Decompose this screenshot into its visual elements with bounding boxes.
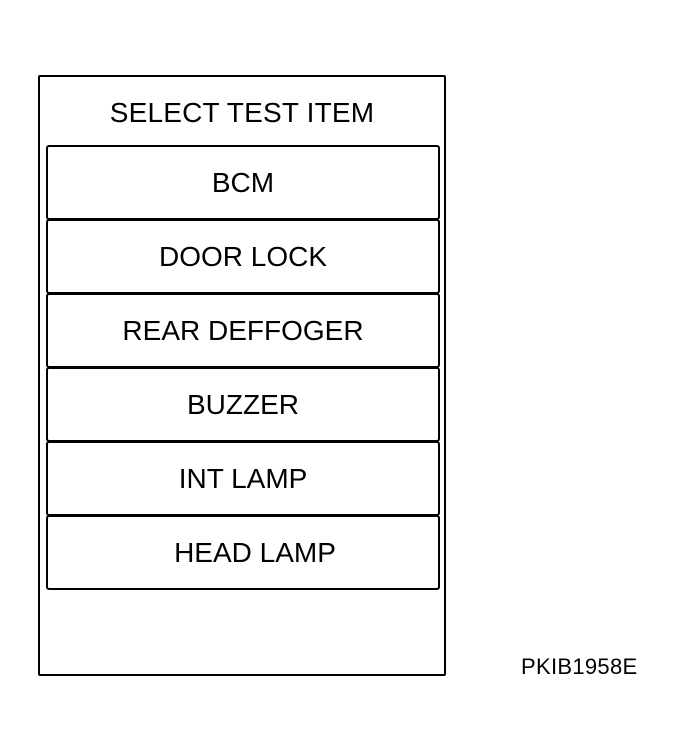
test-item-label: BUZZER	[187, 388, 299, 420]
test-item-label: DOOR LOCK	[158, 240, 328, 272]
test-item-list: BCM DOOR LOCK REAR DEFFOGER BUZZER INT L…	[46, 145, 440, 590]
consult-screen: SELECT TEST ITEM BCM DOOR LOCK REAR DEFF…	[38, 75, 446, 676]
figure-reference-code: PKIB1958E	[521, 654, 638, 679]
test-item-head-lamp-button[interactable]: HEAD LAMP	[46, 515, 440, 590]
test-item-label: HEAD LAMP	[174, 536, 336, 568]
test-item-door-lock-button[interactable]: DOOR LOCK	[46, 219, 440, 294]
test-item-bcm-button[interactable]: BCM	[46, 145, 440, 220]
test-item-buzzer-button[interactable]: BUZZER	[46, 367, 440, 442]
screen-title: SELECT TEST ITEM	[109, 97, 375, 128]
test-item-label: REAR DEFFOGER	[122, 314, 364, 346]
test-item-label: INT LAMP	[178, 462, 308, 494]
test-item-label: BCM	[211, 166, 275, 198]
test-item-int-lamp-button[interactable]: INT LAMP	[46, 441, 440, 516]
test-item-rear-deffoger-button[interactable]: REAR DEFFOGER	[46, 293, 440, 368]
